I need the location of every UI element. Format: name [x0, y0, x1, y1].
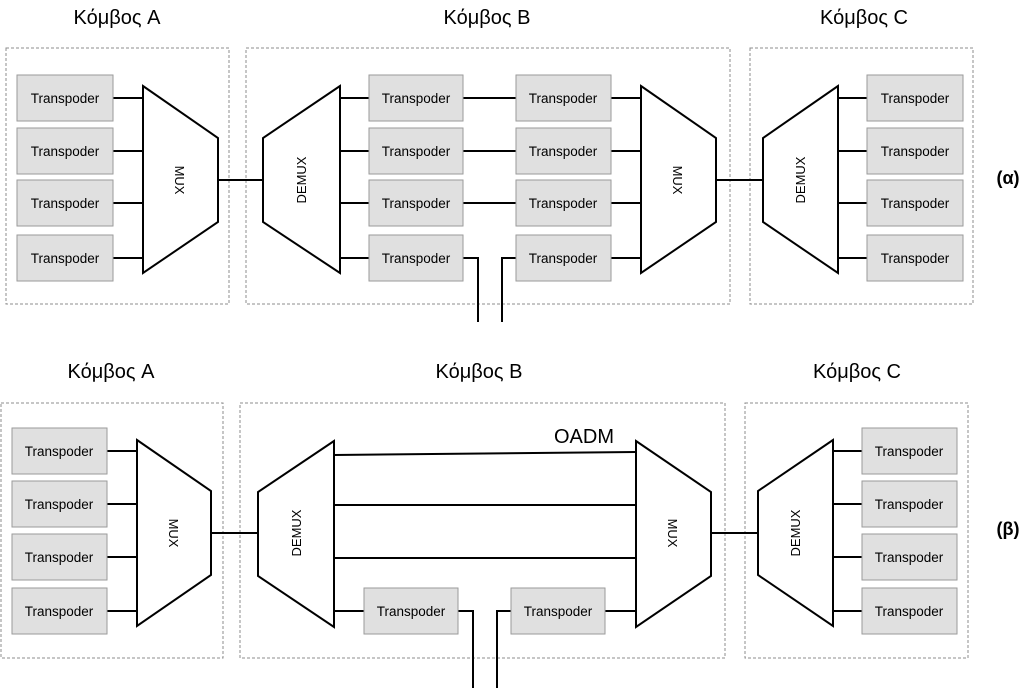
part-a-links [113, 97, 867, 322]
transponder: Transpoder [11, 587, 108, 635]
transponder: Transpoder [515, 179, 612, 227]
node-a-mux-label: MUX [172, 166, 187, 195]
transponder: Transpoder [866, 74, 964, 122]
svg-text:Transpoder: Transpoder [377, 604, 446, 619]
node-b-box [239, 402, 726, 659]
svg-text:Transpoder: Transpoder [881, 196, 950, 211]
node-a-title: Κόμβος A [68, 361, 156, 383]
svg-text:Transpoder: Transpoder [529, 144, 598, 159]
node-c-title: Κόμβος C [813, 361, 901, 383]
svg-text:Transpoder: Transpoder [875, 444, 944, 459]
transponder: Transpoder [515, 74, 612, 122]
svg-text:Transpoder: Transpoder [25, 604, 94, 619]
svg-text:Transpoder: Transpoder [31, 144, 100, 159]
node-b-mux-label: MUX [665, 519, 680, 548]
transponder: Transpoder [11, 427, 108, 475]
svg-text:Transpoder: Transpoder [524, 604, 593, 619]
svg-text:Transpoder: Transpoder [382, 251, 451, 266]
node-b-demux [262, 84, 341, 275]
svg-text:Transpoder: Transpoder [382, 196, 451, 211]
transponder: Transpoder [866, 127, 964, 175]
svg-text:Transpoder: Transpoder [31, 196, 100, 211]
node-c-demux-label: DEMUX [793, 156, 808, 203]
transponder: Transpoder [368, 234, 464, 282]
transponder: Transpoder [515, 234, 612, 282]
node-b-mux [640, 84, 717, 275]
transponder: Transpoder [368, 74, 464, 122]
transponder: Transpoder [515, 127, 612, 175]
svg-text:Transpoder: Transpoder [529, 251, 598, 266]
node-b-demux-label: DEMUX [294, 156, 309, 203]
svg-text:Transpoder: Transpoder [881, 91, 950, 106]
transponder: Transpoder [866, 234, 964, 282]
part-b-label: (β) [997, 519, 1020, 539]
transponder: Transpoder [510, 587, 606, 635]
transponder: Transpoder [861, 587, 958, 635]
transponder: Transpoder [861, 480, 958, 528]
svg-text:Transpoder: Transpoder [875, 550, 944, 565]
svg-text:Transpoder: Transpoder [382, 91, 451, 106]
svg-text:Transpoder: Transpoder [881, 251, 950, 266]
part-b-links [107, 450, 862, 688]
node-a-mux [142, 84, 219, 275]
node-b-demux-label: DEMUX [289, 509, 304, 556]
svg-text:Transpoder: Transpoder [25, 444, 94, 459]
node-b-demux [257, 439, 335, 629]
node-c-title: Κόμβος C [820, 7, 908, 29]
part-a-label: (α) [996, 168, 1019, 188]
node-c-demux [757, 438, 834, 628]
transponder: Transpoder [16, 127, 114, 175]
node-a-mux [136, 438, 212, 628]
svg-text:Transpoder: Transpoder [382, 144, 451, 159]
node-a-box [0, 402, 224, 659]
node-b-box [245, 47, 731, 305]
node-b-title: Κόμβος B [436, 361, 523, 383]
transponder: Transpoder [368, 127, 464, 175]
svg-text:Transpoder: Transpoder [31, 251, 100, 266]
node-b-mux [635, 439, 712, 629]
transponder: Transpoder [16, 179, 114, 227]
node-b-mux-label: MUX [670, 166, 685, 195]
transponder: Transpoder [16, 74, 114, 122]
transponder: Transpoder [861, 427, 958, 475]
svg-text:Transpoder: Transpoder [875, 604, 944, 619]
part-b: Κόμβος A Κόμβος B Κόμβος C (β) OADM [0, 361, 1020, 688]
node-c-demux-label: DEMUX [788, 509, 803, 556]
transponder: Transpoder [368, 179, 464, 227]
svg-text:Transpoder: Transpoder [881, 144, 950, 159]
transponder: Transpoder [11, 480, 108, 528]
transponder: Transpoder [861, 533, 958, 581]
node-c-box [749, 47, 974, 305]
node-a-mux-label: MUX [166, 519, 181, 548]
transponder: Transpoder [866, 179, 964, 227]
transponder: Transpoder [11, 533, 108, 581]
svg-text:Transpoder: Transpoder [25, 550, 94, 565]
part-a: Κόμβος A Κόμβος B Κόμβος C (α) [5, 7, 1020, 322]
node-a-title: Κόμβος A [74, 7, 162, 29]
svg-text:Transpoder: Transpoder [529, 196, 598, 211]
oadm-label: OADM [554, 426, 614, 448]
transponder: Transpoder [363, 587, 459, 635]
node-c-demux [762, 84, 839, 275]
transponder: Transpoder [16, 234, 114, 282]
svg-text:Transpoder: Transpoder [875, 497, 944, 512]
svg-text:Transpoder: Transpoder [31, 91, 100, 106]
svg-text:Transpoder: Transpoder [529, 91, 598, 106]
node-b-title: Κόμβος B [444, 7, 531, 29]
node-a-box [5, 47, 230, 305]
svg-text:Transpoder: Transpoder [25, 497, 94, 512]
node-c-box [744, 402, 969, 659]
